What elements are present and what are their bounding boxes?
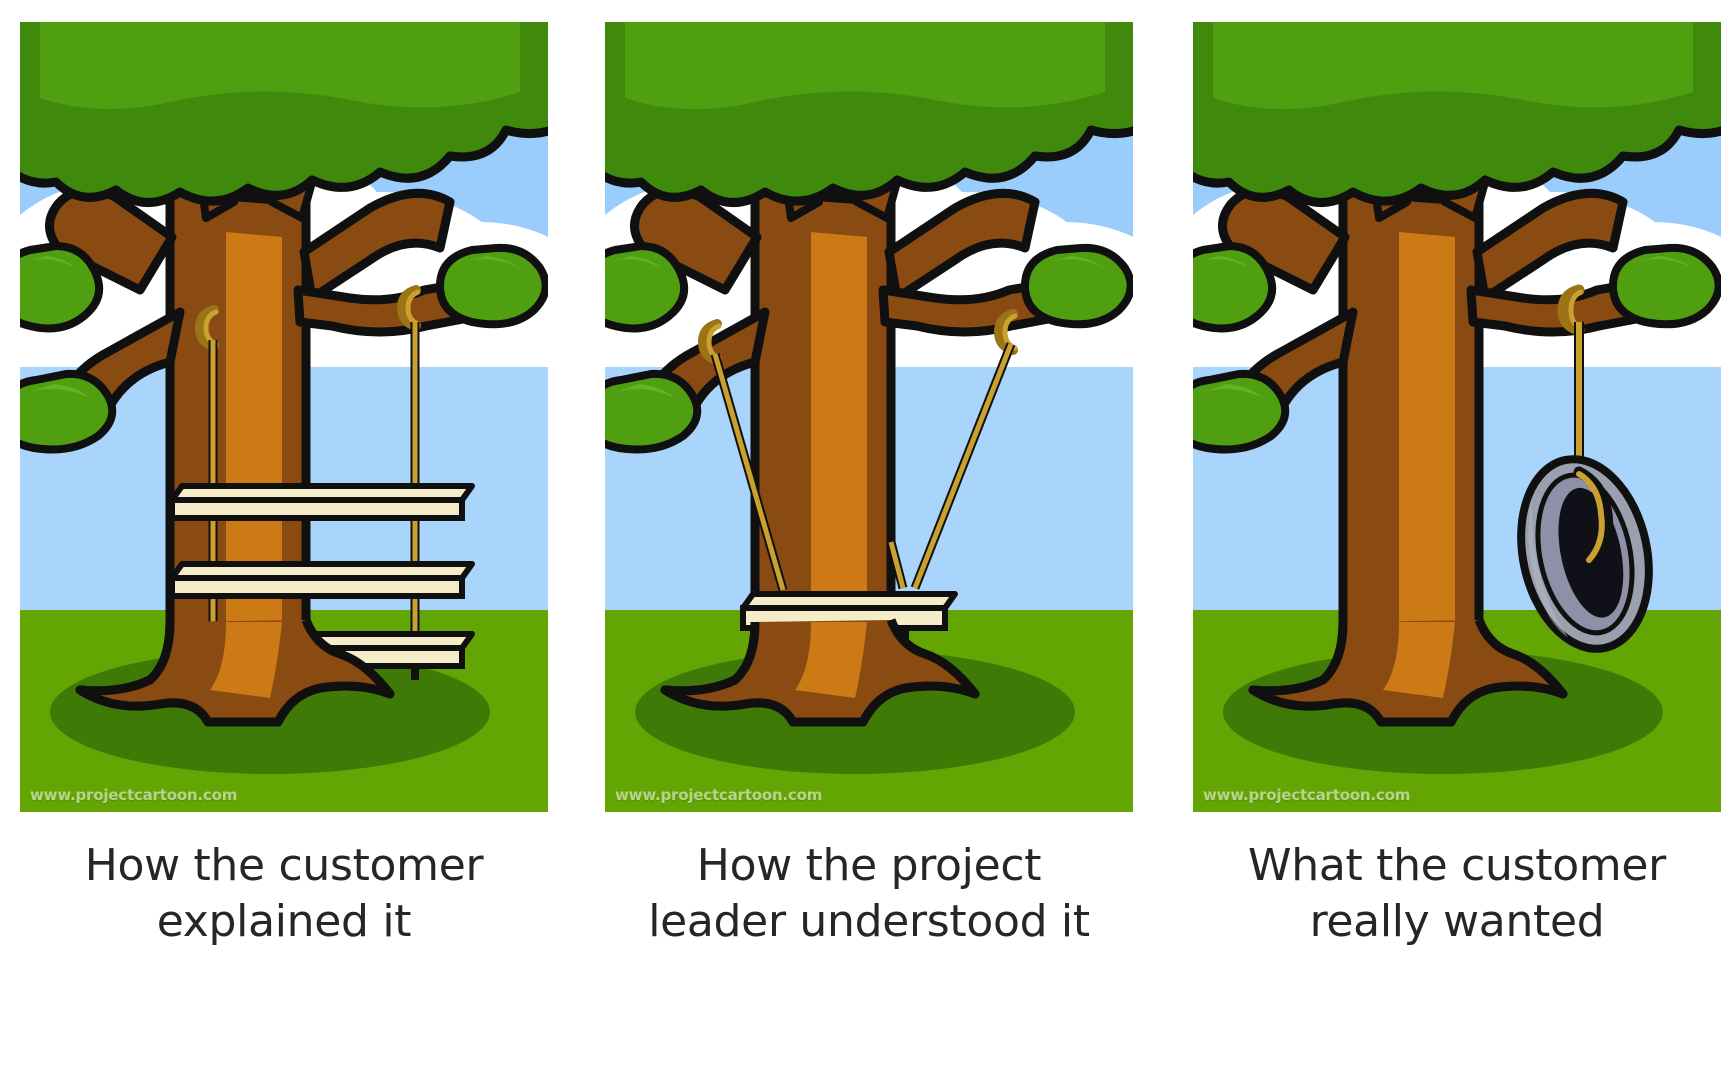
panel-1-artwork: www.projectcartoon.com [20, 22, 548, 812]
tree-with-impossible-swing-illustration [605, 22, 1133, 812]
comic-panel-3: www.projectcartoon.com What the customer… [1193, 22, 1721, 951]
panel-1-caption: How the customer explained it [20, 838, 548, 951]
panel-3-caption-line-1: What the customer [1248, 840, 1666, 891]
comic-panel-2: www.projectcartoon.com How the project l… [605, 22, 1133, 951]
panel-2-artwork: www.projectcartoon.com [605, 22, 1133, 812]
panel-1-caption-line-1: How the customer [84, 840, 484, 891]
panel-1-caption-line-2: explained it [156, 896, 412, 948]
tree-with-three-plank-swing-illustration [20, 22, 548, 812]
panel-2-caption-line-2: leader understood it [648, 896, 1090, 948]
panel-2-caption: How the project leader understood it [605, 838, 1133, 951]
tree-with-tire-swing-illustration [1193, 22, 1721, 812]
comic-panel-1: www.projectcartoon.com How the customer … [20, 22, 548, 951]
panel-3-caption-line-2: really wanted [1309, 896, 1605, 948]
panel-3-artwork: www.projectcartoon.com [1193, 22, 1721, 812]
panel-3-caption: What the customer really wanted [1193, 838, 1721, 951]
panel-2-caption-line-1: How the project [696, 840, 1042, 891]
